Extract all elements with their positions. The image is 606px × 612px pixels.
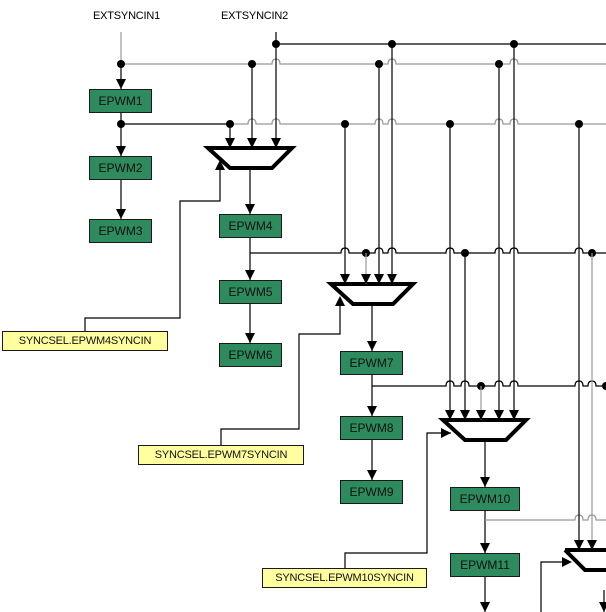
junction-dot bbox=[117, 120, 125, 128]
epwm10-syncout-bus bbox=[485, 514, 606, 521]
epwm7-sync-mux bbox=[325, 282, 418, 306]
arrowhead-down bbox=[340, 274, 350, 284]
arrowhead-down bbox=[247, 138, 257, 148]
syncsel-epwm10-selector: SYNCSEL.EPWM10SYNCIN bbox=[262, 568, 427, 588]
junction-dot bbox=[602, 382, 606, 390]
extsyncin2-label: EXTSYNCIN2 bbox=[221, 10, 289, 22]
epwm2-block: EPWM2 bbox=[89, 156, 152, 180]
epwm13-sync-mux bbox=[563, 548, 606, 572]
epwm6-block: EPWM6 bbox=[219, 343, 282, 367]
arrowhead-down bbox=[367, 470, 377, 480]
arrowhead-down bbox=[480, 477, 490, 487]
arrowhead-down bbox=[245, 333, 255, 343]
arrowhead-down bbox=[245, 270, 255, 280]
epwm4-sync-mux bbox=[202, 146, 297, 170]
arrowhead-down bbox=[116, 79, 126, 89]
epwm7-block: EPWM7 bbox=[340, 351, 403, 375]
arrowhead-down bbox=[480, 602, 490, 612]
arrowhead-down bbox=[116, 146, 126, 156]
epwm11-block: EPWM11 bbox=[450, 553, 520, 577]
arrowhead-down bbox=[116, 209, 126, 219]
arrowhead-down bbox=[245, 204, 255, 214]
syncsel-epwm4-wire bbox=[84, 170, 221, 331]
arrowhead-down bbox=[460, 410, 470, 420]
arrowhead-up bbox=[215, 160, 225, 170]
epwm8-block: EPWM8 bbox=[340, 416, 403, 440]
arrowhead-down bbox=[476, 410, 486, 420]
syncsel-epwm10-wire bbox=[344, 432, 451, 568]
syncsel-epwm7-wire bbox=[220, 306, 341, 445]
arrowhead-down bbox=[271, 138, 281, 148]
syncsel-epwm7-selector: SYNCSEL.EPWM7SYNCIN bbox=[138, 445, 304, 465]
extsyncin1-bus bbox=[121, 58, 606, 65]
arrowhead-down bbox=[445, 410, 455, 420]
epwm3-block: EPWM3 bbox=[89, 219, 152, 243]
arrowhead-down bbox=[587, 540, 597, 550]
arrowhead-down bbox=[494, 410, 504, 420]
epwm4-syncout-bus bbox=[250, 247, 606, 254]
arrowhead-down bbox=[225, 138, 235, 148]
extsyncin1-label: EXTSYNCIN1 bbox=[93, 10, 161, 22]
epwm4-block: EPWM4 bbox=[219, 214, 282, 238]
arrowhead-down bbox=[599, 602, 606, 612]
epwm1-block: EPWM1 bbox=[89, 89, 152, 113]
epwm10-block: EPWM10 bbox=[450, 487, 520, 511]
arrowhead-down bbox=[509, 410, 519, 420]
arrowhead-right bbox=[562, 557, 572, 567]
arrowhead-right bbox=[441, 428, 451, 438]
arrowhead-down bbox=[480, 543, 490, 553]
arrowhead-up bbox=[335, 296, 345, 306]
arrowhead-down bbox=[374, 274, 384, 284]
arrowhead-down bbox=[367, 406, 377, 416]
epwm9-block: EPWM9 bbox=[340, 480, 403, 504]
arrowhead-down bbox=[361, 274, 371, 284]
arrowhead-down bbox=[574, 540, 584, 550]
epwm10-sync-mux bbox=[437, 418, 531, 442]
syncsel-epwm4-selector: SYNCSEL.EPWM4SYNCIN bbox=[2, 331, 168, 351]
arrowhead-down bbox=[367, 341, 377, 351]
epwm5-block: EPWM5 bbox=[219, 280, 282, 304]
epwm7-syncout-bus-ext bbox=[440, 380, 606, 387]
arrowhead-down bbox=[387, 274, 397, 284]
epwm1-syncout-bus-ext bbox=[230, 118, 606, 125]
syncsel-epwm13-wire bbox=[540, 561, 566, 612]
